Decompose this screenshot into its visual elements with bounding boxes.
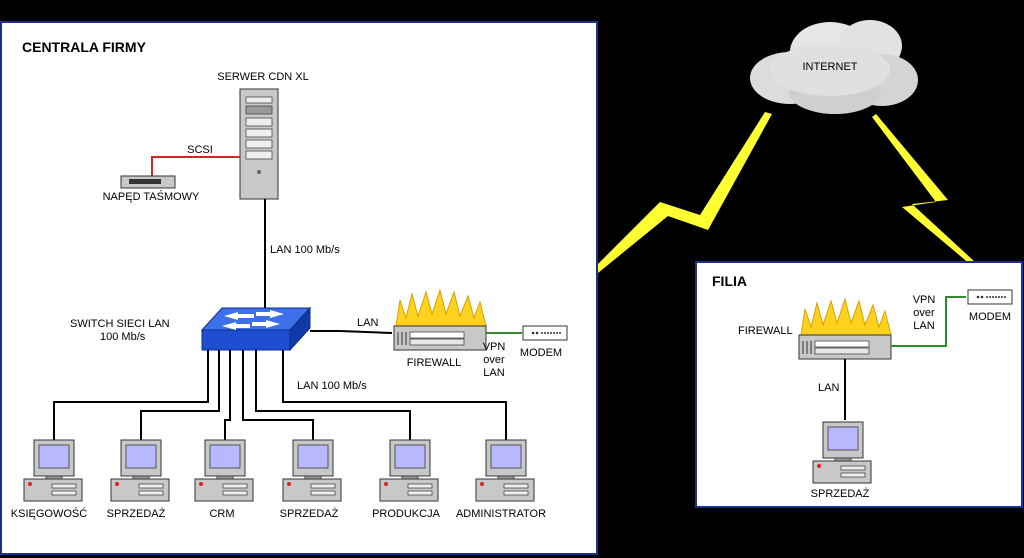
branch-lan-label: LAN — [818, 382, 839, 394]
hq-vpn-line1: VPN — [483, 341, 506, 353]
internet-label: INTERNET — [803, 61, 858, 73]
branch-title: FILIA — [712, 273, 747, 289]
hq-vpn-line2: over — [483, 354, 505, 366]
switch-label-line1: SWITCH SIECI LAN — [70, 318, 170, 330]
workstation-label: CRM — [209, 508, 234, 520]
hq-vpn-line3: LAN — [483, 367, 504, 379]
tape-drive-icon[interactable] — [120, 175, 176, 189]
branch-vpn-line1: VPN — [913, 294, 936, 306]
branch-firewall-label: FIREWALL — [738, 325, 793, 337]
pc-cabling — [53, 350, 507, 440]
switch-label-line2: 100 Mb/s — [100, 331, 146, 343]
hq-modem-icon[interactable] — [522, 325, 568, 341]
branch-modem-icon[interactable] — [967, 289, 1013, 305]
branch-vpn-line3: LAN — [913, 320, 934, 332]
server-lan-label: LAN 100 Mb/s — [270, 244, 340, 256]
hq-title: CENTRALA FIRMY — [22, 39, 147, 55]
switch-icon[interactable] — [200, 306, 312, 352]
workstation-label: KSIĘGOWOŚĆ — [11, 507, 87, 520]
workstation-label: PRODUKCJA — [372, 508, 441, 520]
tape-label: NAPĘD TAŚMOWY — [103, 190, 200, 203]
workstation-label: ADMINISTRATOR — [456, 508, 546, 520]
server-label: SERWER CDN XL — [217, 71, 308, 83]
branch-modem-label: MODEM — [969, 311, 1011, 323]
scsi-cable — [151, 156, 240, 176]
branch-workstation-label: SPRZEDAŻ — [811, 487, 870, 500]
scsi-label: SCSI — [187, 144, 213, 156]
pcs-lan-label: LAN 100 Mb/s — [297, 380, 367, 392]
workstation-label: SPRZEDAŻ — [107, 507, 166, 520]
hq-modem-label: MODEM — [520, 347, 562, 359]
branch-vpn-link — [891, 296, 966, 347]
branch-vpn-line2: over — [913, 307, 935, 319]
hq-firewall-label: FIREWALL — [407, 357, 462, 369]
lightning-bolt-branch — [872, 114, 975, 265]
server-icon[interactable] — [239, 88, 279, 200]
lightning-bolt-hq — [550, 112, 772, 312]
switch-firewall-link — [310, 330, 393, 334]
workstation-label: SPRZEDAŻ — [280, 507, 339, 520]
internet-cloud-icon — [750, 20, 918, 114]
hq-lan-firewall-label: LAN — [357, 317, 378, 329]
